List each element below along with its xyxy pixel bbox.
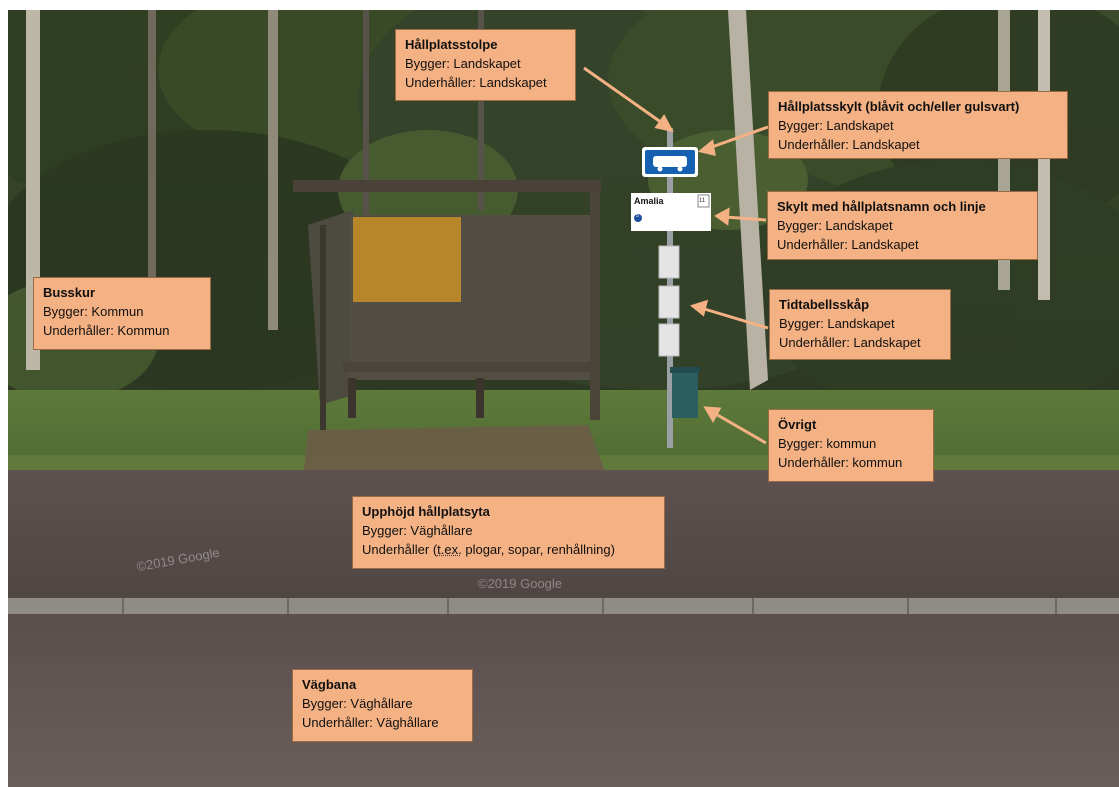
callout-builder: Bygger: kommun xyxy=(778,436,877,451)
maintainer-suffix: plogar, sopar, renhållning) xyxy=(461,542,615,557)
line-badge-label: 5 xyxy=(636,213,639,219)
callout-builder: Bygger: Landskapet xyxy=(777,218,893,233)
callout-ovrigt: Övrigt Bygger: kommun Underhåller: kommu… xyxy=(768,409,934,482)
callout-maintainer: Underhåller: Landskapet xyxy=(405,75,547,90)
callout-hallplatsstolpe: Hållplatsstolpe Bygger: Landskapet Under… xyxy=(395,29,576,101)
callout-busskur: Busskur Bygger: Kommun Underhåller: Komm… xyxy=(33,277,211,350)
callout-hallplatsskylt: Hållplatsskylt (blåvit och/eller gulsvar… xyxy=(768,91,1068,159)
callout-title: Tidtabellsskåp xyxy=(779,297,870,312)
maintainer-prefix: Underhåller ( xyxy=(362,542,438,557)
callout-builder: Bygger: Väghållare xyxy=(362,523,473,538)
bus-shelter xyxy=(293,180,601,430)
callout-maintainer: Underhåller: kommun xyxy=(778,455,903,470)
callout-maintainer: Underhåller: Kommun xyxy=(43,323,170,338)
callout-vagbana: Vägbana Bygger: Väghållare Underhåller: … xyxy=(292,669,473,742)
google-watermark: ©2019 Google xyxy=(478,576,563,591)
callout-title: Övrigt xyxy=(778,417,817,432)
callout-maintainer: Underhåller: Landskapet xyxy=(778,137,920,152)
callout-tidtabellsskap: Tidtabellsskåp Bygger: Landskapet Underh… xyxy=(769,289,951,360)
callout-title: Skylt med hållplatsnamn och linje xyxy=(777,199,986,214)
callout-title: Hållplatsskylt (blåvit och/eller gulsvar… xyxy=(778,99,1020,114)
callout-maintainer: Underhåller: Väghållare xyxy=(302,715,439,730)
callout-title: Vägbana xyxy=(302,677,357,692)
callout-maintainer: Underhåller (t.ex. plogar, sopar, renhål… xyxy=(362,540,655,559)
callout-title: Busskur xyxy=(43,285,96,300)
callout-builder: Bygger: Landskapet xyxy=(779,316,895,331)
callout-upphojd-hallplatsyta: Upphöjd hållplatsyta Bygger: Väghållare … xyxy=(352,496,665,569)
callout-builder: Bygger: Landskapet xyxy=(778,118,894,133)
stop-number-label: 11 xyxy=(699,198,706,204)
callout-title: Hållplatsstolpe xyxy=(405,37,498,52)
abbreviation-tex: t.ex. xyxy=(437,542,462,557)
bus-stop-pole xyxy=(631,128,711,448)
curb-joints xyxy=(122,598,1057,614)
stop-name-label: Amalia xyxy=(634,196,664,206)
callout-skylt-namn: Skylt med hållplatsnamn och linje Bygger… xyxy=(767,191,1038,260)
callout-builder: Bygger: Landskapet xyxy=(405,56,521,71)
callout-title: Upphöjd hållplatsyta xyxy=(362,504,490,519)
callout-builder: Bygger: Kommun xyxy=(43,304,144,319)
callout-arrows xyxy=(583,66,769,445)
callout-maintainer: Underhåller: Landskapet xyxy=(777,237,919,252)
callout-builder: Bygger: Väghållare xyxy=(302,696,413,711)
callout-maintainer: Underhåller: Landskapet xyxy=(779,335,921,350)
